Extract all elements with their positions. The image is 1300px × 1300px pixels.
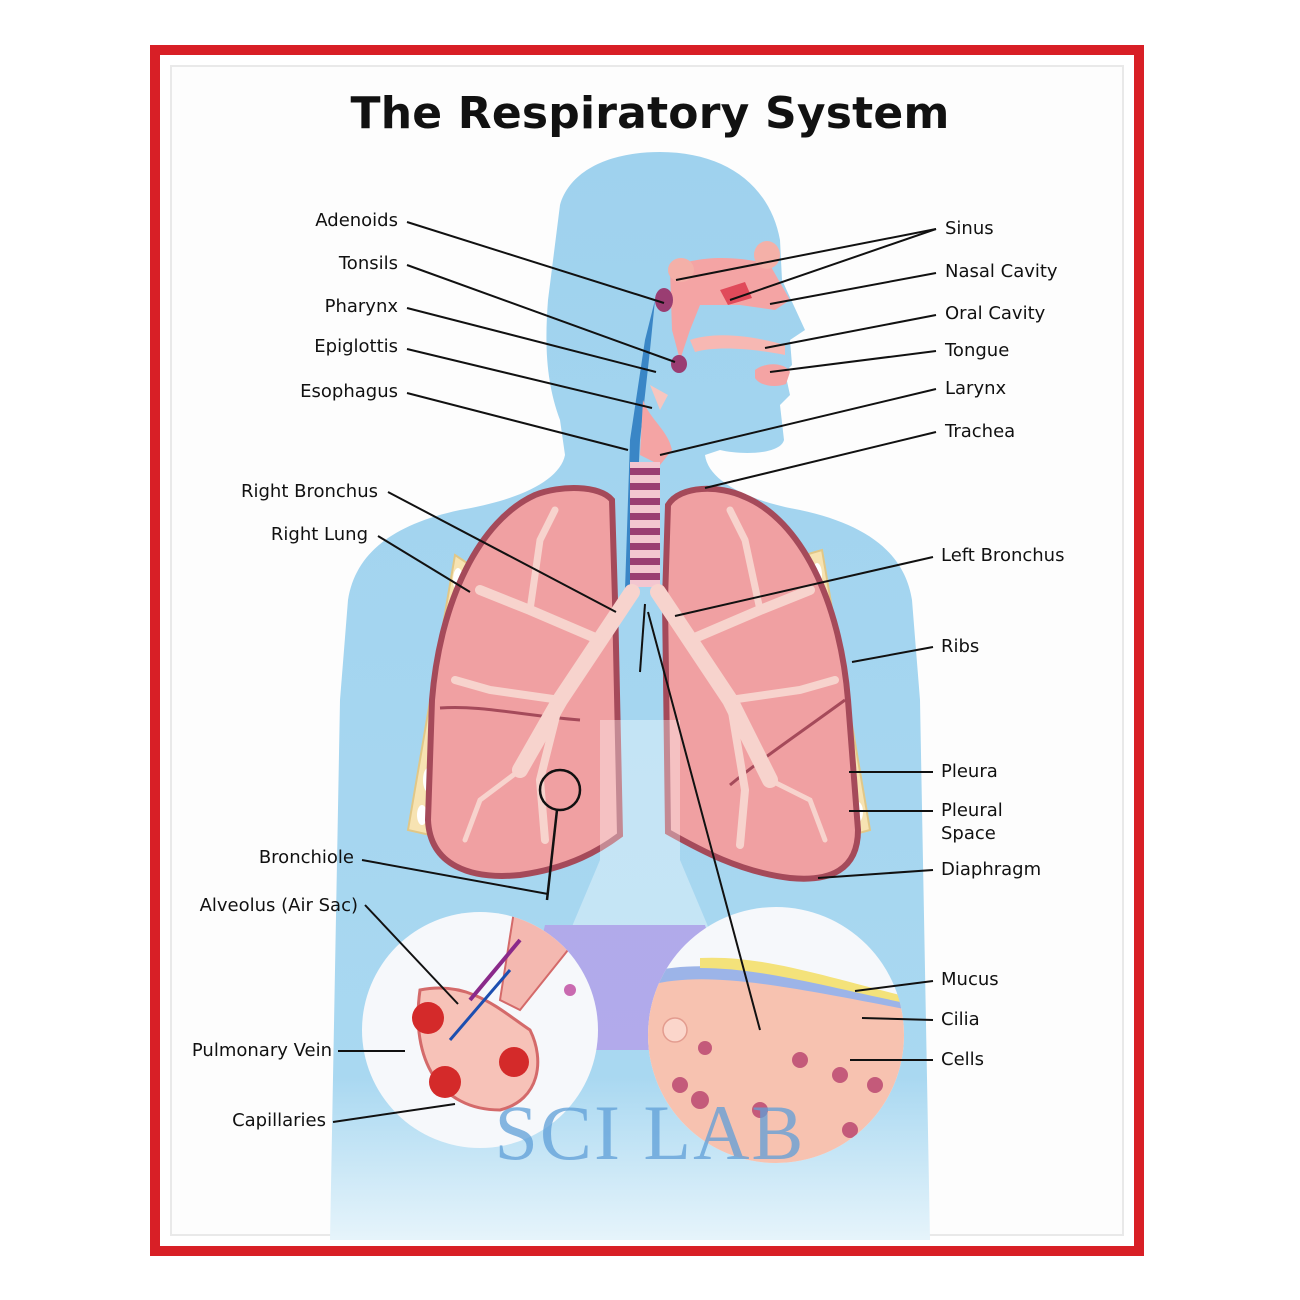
label-cilia: Cilia <box>941 1009 980 1030</box>
label-diaphragm: Diaphragm <box>941 859 1042 880</box>
alveolus-zoom <box>362 912 598 1148</box>
label-adenoids: Adenoids <box>315 210 398 231</box>
watermark-text: SCI LAB <box>494 1089 806 1176</box>
label-alveolus: Alveolus (Air Sac) <box>199 895 358 916</box>
label-oral-cavity: Oral Cavity <box>945 303 1046 324</box>
label-pulmonary-vein: Pulmonary Vein <box>191 1040 332 1061</box>
label-right-bronchus: Right Bronchus <box>241 481 378 502</box>
right-lung <box>424 485 624 879</box>
label-right-lung: Right Lung <box>270 524 368 545</box>
label-pleural-space-line2: Space <box>941 823 996 844</box>
bronchial-tree <box>451 506 839 849</box>
zoom-ring <box>538 768 582 812</box>
page-title: The Respiratory System <box>350 88 950 139</box>
label-capillaries: Capillaries <box>232 1110 326 1131</box>
label-nasal-cavity: Nasal Cavity <box>945 261 1058 282</box>
airway-lining-zoom <box>648 907 904 1163</box>
label-cells: Cells <box>941 1049 985 1070</box>
trachea <box>630 462 660 587</box>
label-esophagus: Esophagus <box>300 381 398 402</box>
label-larynx: Larynx <box>945 378 1007 399</box>
label-tongue: Tongue <box>945 340 1010 361</box>
label-ribs: Ribs <box>941 636 980 657</box>
label-trachea: Trachea <box>945 421 1016 442</box>
label-left-bronchus: Left Bronchus <box>941 545 1065 566</box>
leader-lines <box>332 221 937 1123</box>
label-epiglottis: Epiglottis <box>314 336 398 357</box>
label-pleura: Pleura <box>941 761 998 782</box>
label-pharynx: Pharynx <box>324 296 398 317</box>
label-tonsils: Tonsils <box>338 253 398 274</box>
label-bronchiole: Bronchiole <box>258 847 354 868</box>
label-pleural-space-line1: Pleural <box>941 800 1003 821</box>
label-sinus: Sinus <box>945 218 994 239</box>
label-mucus: Mucus <box>941 969 999 990</box>
head-airway <box>640 241 790 465</box>
